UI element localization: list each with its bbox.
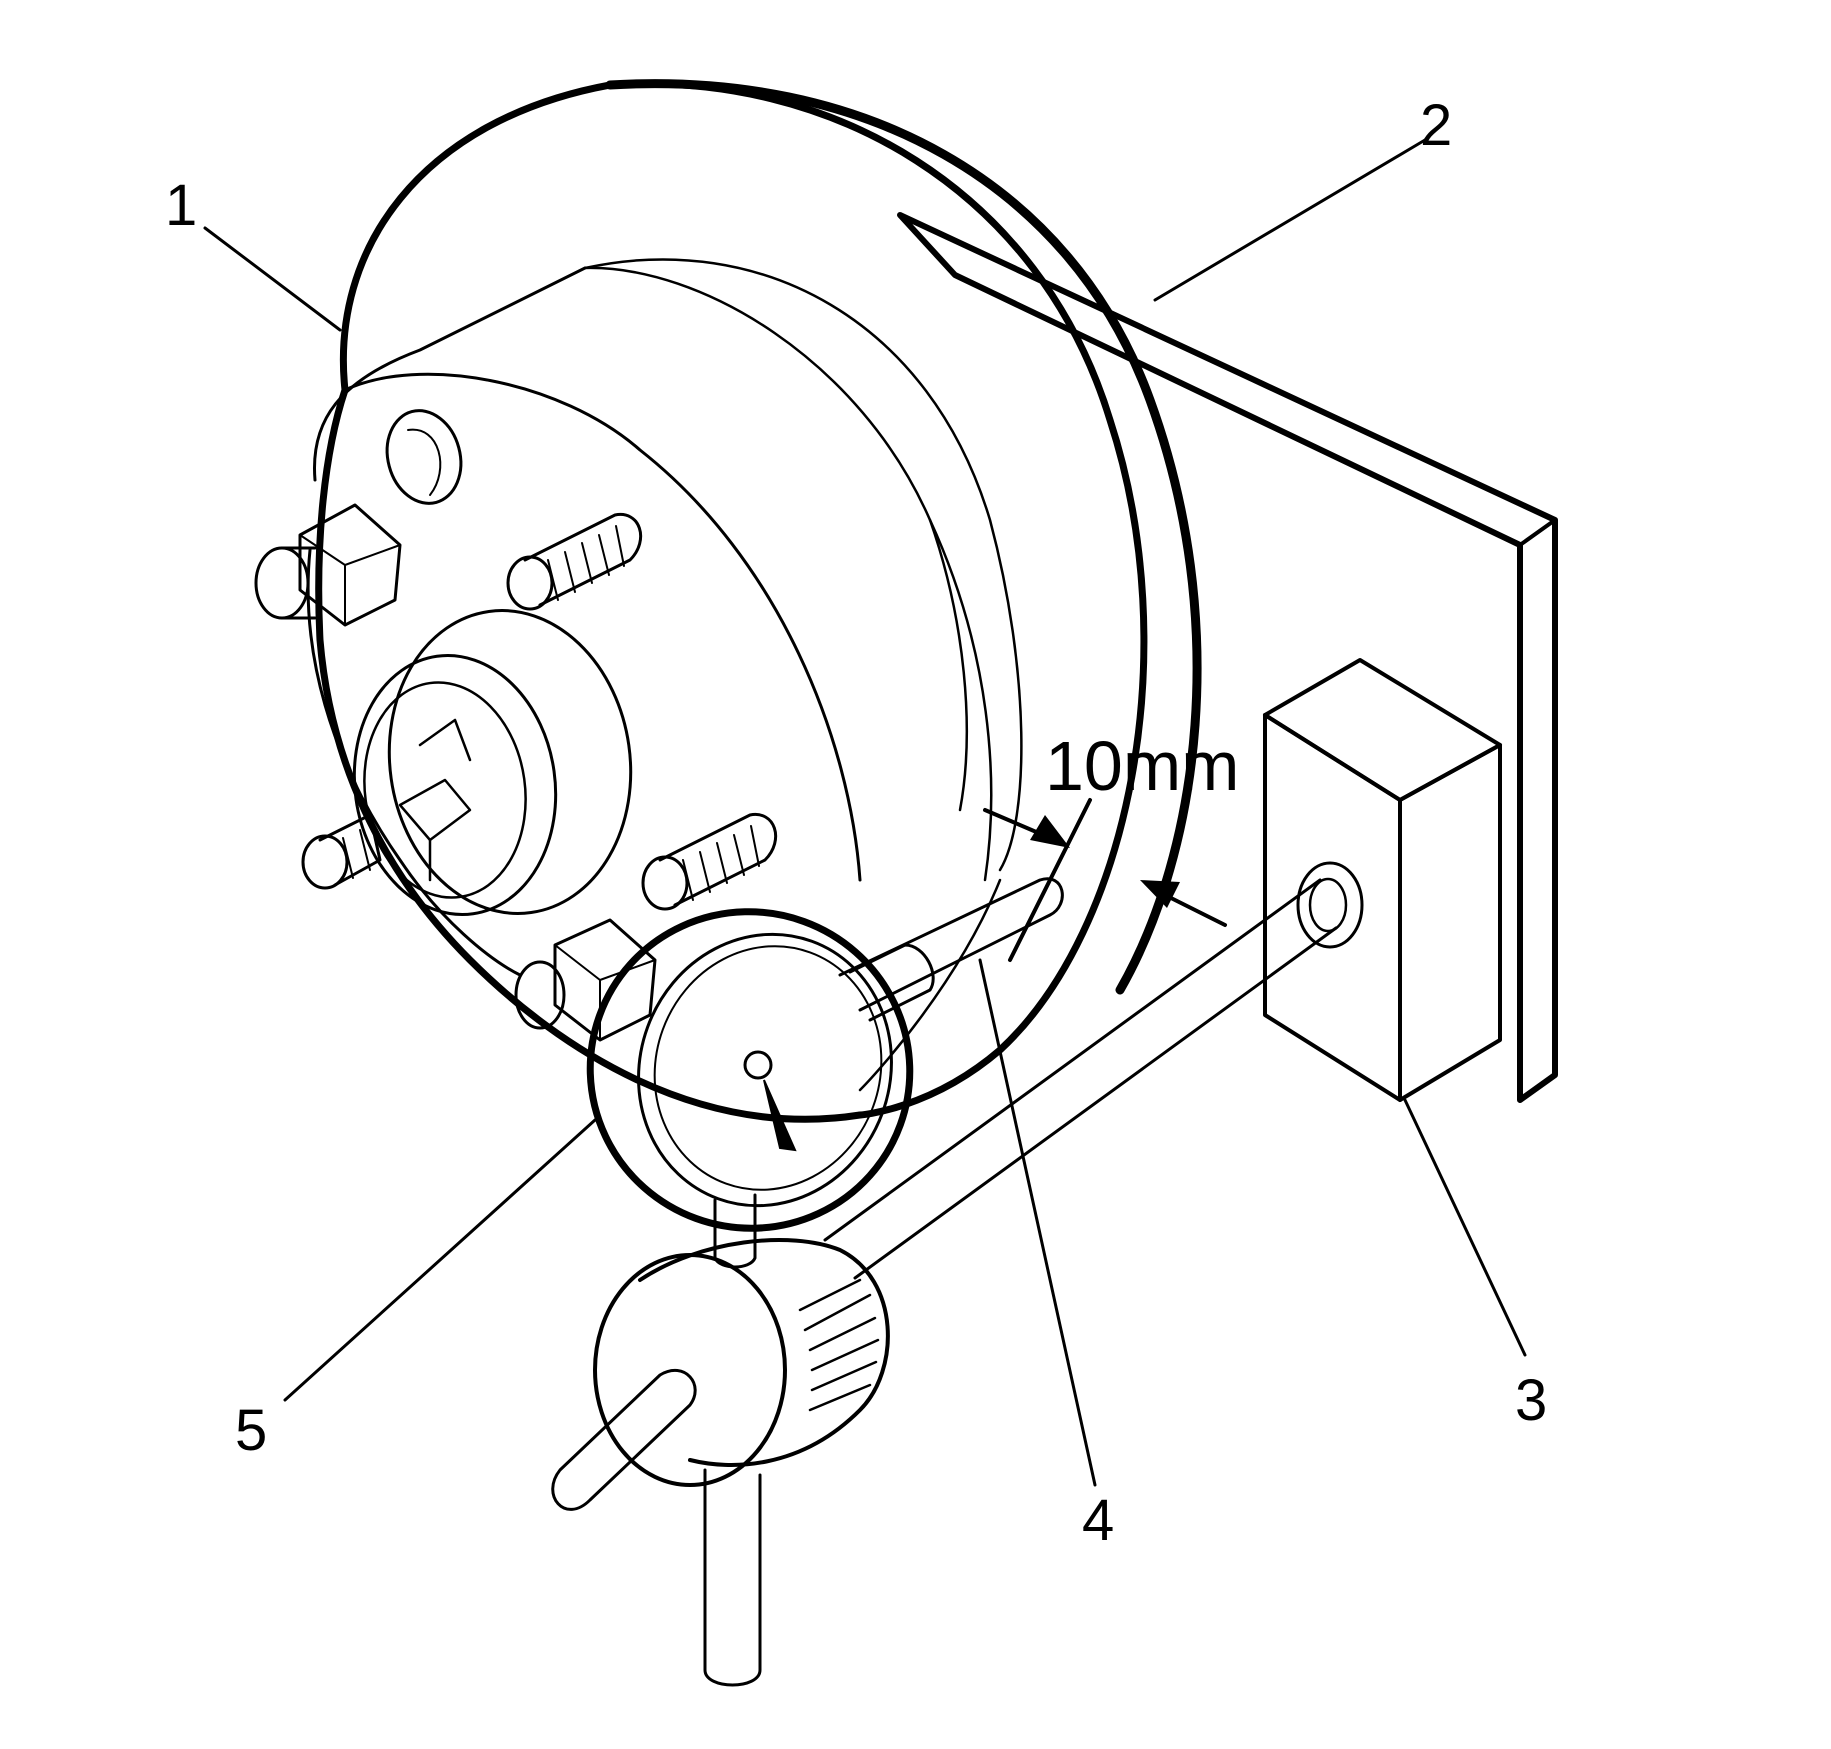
brake-rotor xyxy=(312,79,1202,1123)
measurement-arrows xyxy=(983,798,1227,962)
callout-5: 5 xyxy=(235,1398,267,1463)
callout-leaders xyxy=(203,138,1527,1487)
callout-3: 3 xyxy=(1515,1368,1547,1433)
wheel-stud-upper xyxy=(506,513,643,611)
leader-5 xyxy=(283,1118,597,1402)
support-rod xyxy=(823,878,1338,1280)
lug-nut-upper xyxy=(254,503,402,627)
lug-nut-lower xyxy=(514,918,657,1042)
leader-4 xyxy=(978,958,1097,1487)
rod-clamp xyxy=(551,1193,890,1687)
magnetic-base xyxy=(1263,658,1502,1102)
dial-indicator xyxy=(586,877,1064,1232)
callout-1: 1 xyxy=(165,173,197,238)
wheel-stud-lower-left xyxy=(301,813,382,890)
callout-4: 4 xyxy=(1082,1488,1114,1553)
leader-2 xyxy=(1153,138,1427,302)
leader-3 xyxy=(1403,1098,1527,1357)
mounting-plate xyxy=(897,212,1558,1103)
hub-face xyxy=(306,372,862,977)
callout-2: 2 xyxy=(1420,93,1452,158)
leader-1 xyxy=(203,226,342,332)
wheel-stud-lower-right xyxy=(641,813,778,911)
dimension-label: 10mm xyxy=(1045,727,1239,805)
